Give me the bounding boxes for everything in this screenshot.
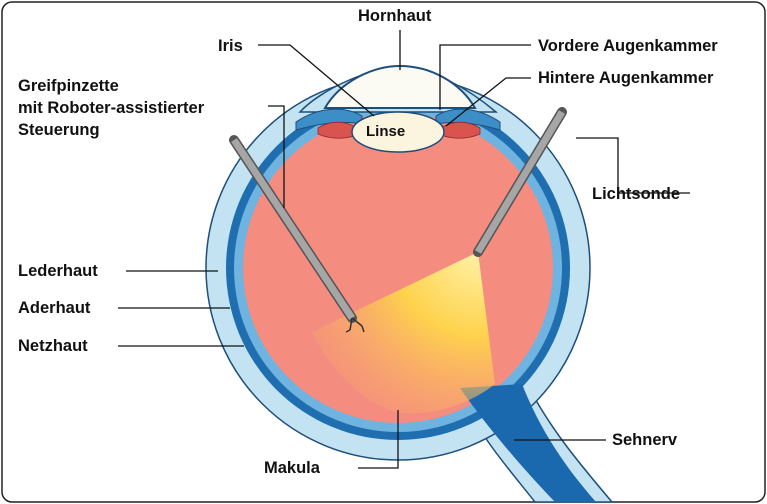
label-greifpinzette-1: Greifpinzette	[18, 76, 119, 96]
label-hornhaut: Hornhaut	[358, 6, 431, 26]
label-lichtsonde: Lichtsonde	[592, 184, 680, 204]
label-netzhaut: Netzhaut	[18, 336, 88, 356]
label-vordere-augenkammer: Vordere Augenkammer	[538, 36, 718, 56]
label-lederhaut: Lederhaut	[18, 261, 98, 281]
label-hintere-augenkammer: Hintere Augenkammer	[538, 68, 713, 88]
label-makula: Makula	[264, 458, 320, 478]
label-iris: Iris	[218, 36, 243, 56]
label-aderhaut: Aderhaut	[18, 298, 90, 318]
label-greifpinzette-2: mit Roboter-assistierter	[18, 98, 204, 118]
label-linse: Linse	[366, 123, 405, 140]
label-greifpinzette-3: Steuerung	[18, 120, 100, 140]
label-sehnerv: Sehnerv	[612, 430, 677, 450]
